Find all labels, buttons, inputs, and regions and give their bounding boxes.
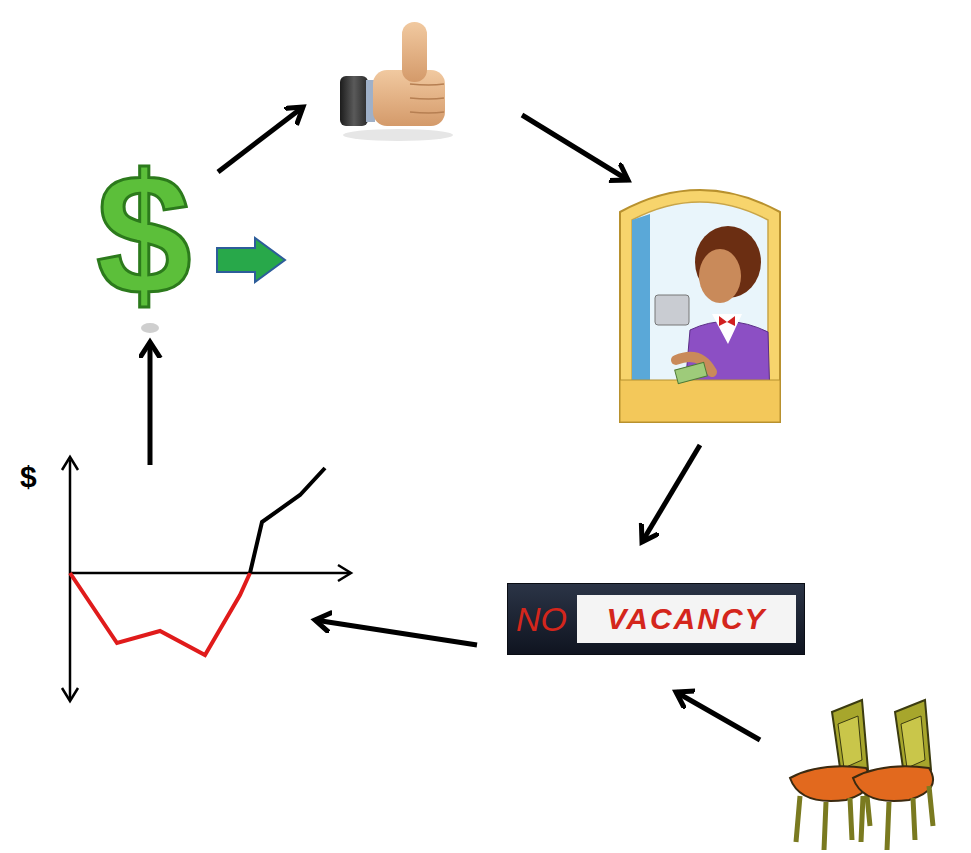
cashier-booth-icon [620, 190, 780, 422]
flow-arrow [676, 692, 760, 740]
sign-word: VACANCY [577, 595, 796, 643]
vacancy-sign: NOVACANCY [507, 583, 805, 655]
growth-arrow [217, 238, 285, 282]
sleeve [340, 76, 368, 126]
dollar-icon: $ [96, 148, 192, 320]
profit-line [250, 468, 325, 573]
flow-arrow [218, 107, 303, 172]
bow-tie [719, 316, 735, 326]
profit-chart [62, 457, 351, 701]
axis-head [338, 565, 351, 581]
thumbs-up-icon [340, 22, 453, 141]
face [699, 249, 741, 303]
loss-line [70, 573, 250, 655]
flow-arrow [522, 115, 628, 180]
booth-side [632, 214, 650, 400]
thumb [402, 22, 427, 82]
collar [712, 314, 742, 344]
y-axis [69, 460, 72, 700]
sign-word: NO [508, 600, 577, 639]
flow-arrow [148, 342, 153, 465]
chairs-icon [790, 700, 933, 850]
booth-frame [620, 190, 780, 422]
finger-lines [410, 84, 444, 113]
chair [853, 700, 933, 850]
monitor [655, 295, 689, 325]
x-axis [70, 572, 350, 575]
shadow [343, 129, 453, 141]
flow-arrow [315, 620, 477, 645]
ticket [675, 362, 708, 383]
dollar-shadow [141, 323, 159, 333]
flow-arrow [642, 445, 700, 542]
counter [620, 380, 780, 422]
axis-label: $ [20, 462, 37, 492]
